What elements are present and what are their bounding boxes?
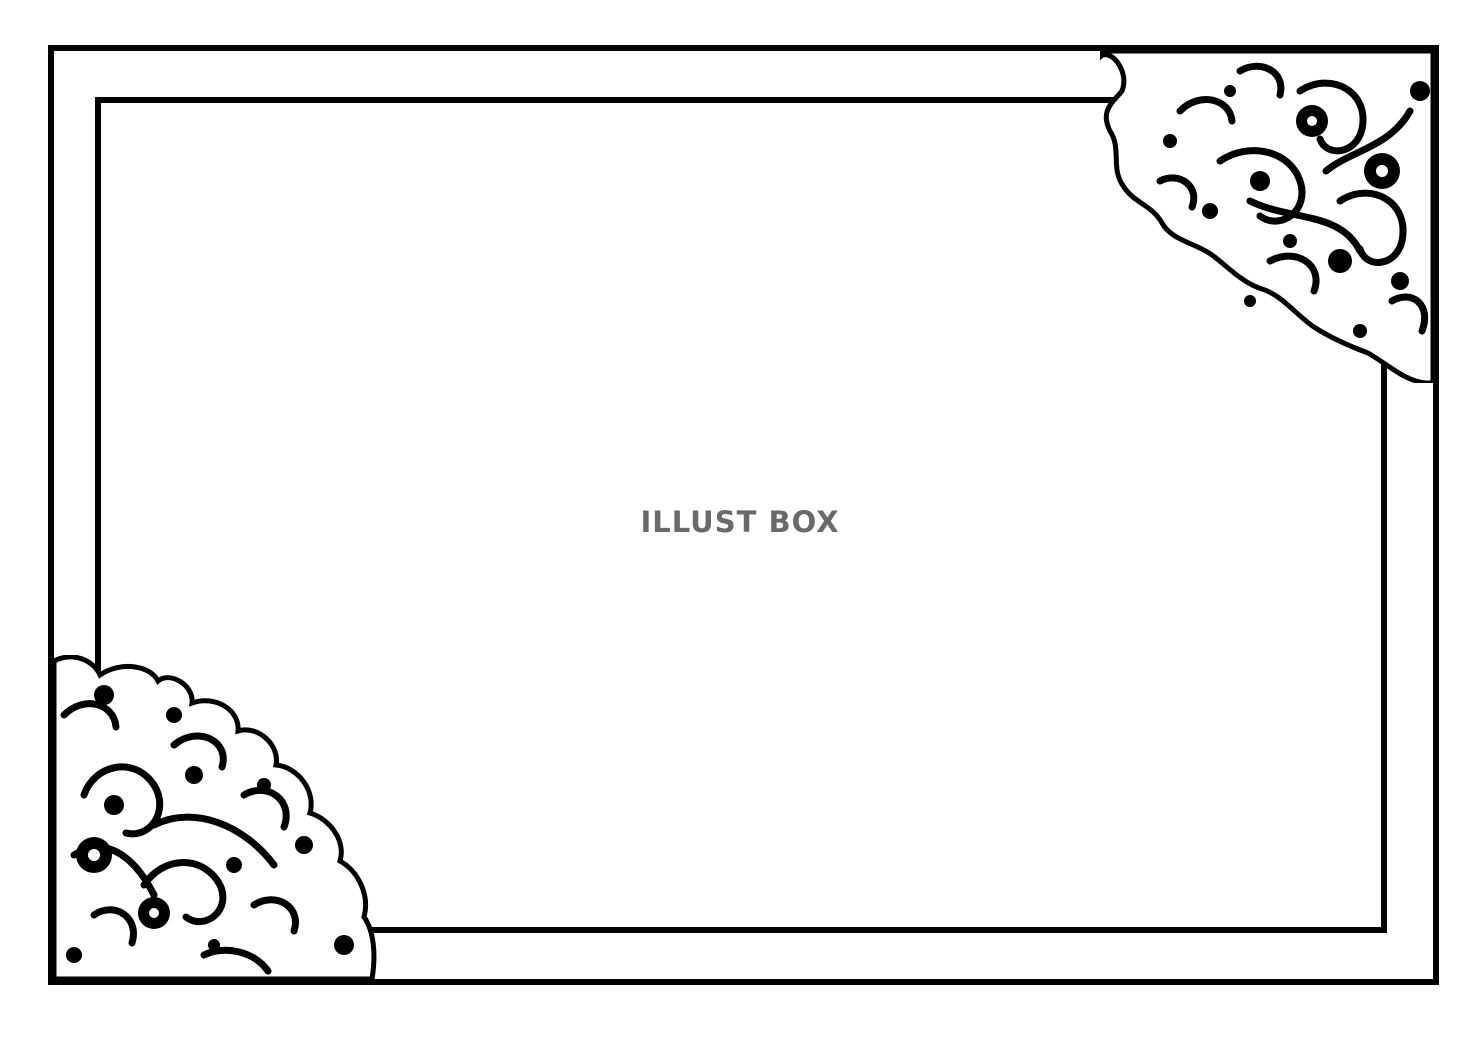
lace-flourish-icon xyxy=(54,655,377,979)
watermark-text: ILLUST BOX xyxy=(640,505,840,539)
inner-frame-border xyxy=(95,97,1387,933)
lace-corner-ornament-bottom-left xyxy=(54,655,384,979)
outer-frame-border xyxy=(48,45,1439,985)
lace-corner-ornament-top-right xyxy=(1100,51,1433,383)
lace-flourish-icon xyxy=(1100,51,1433,383)
